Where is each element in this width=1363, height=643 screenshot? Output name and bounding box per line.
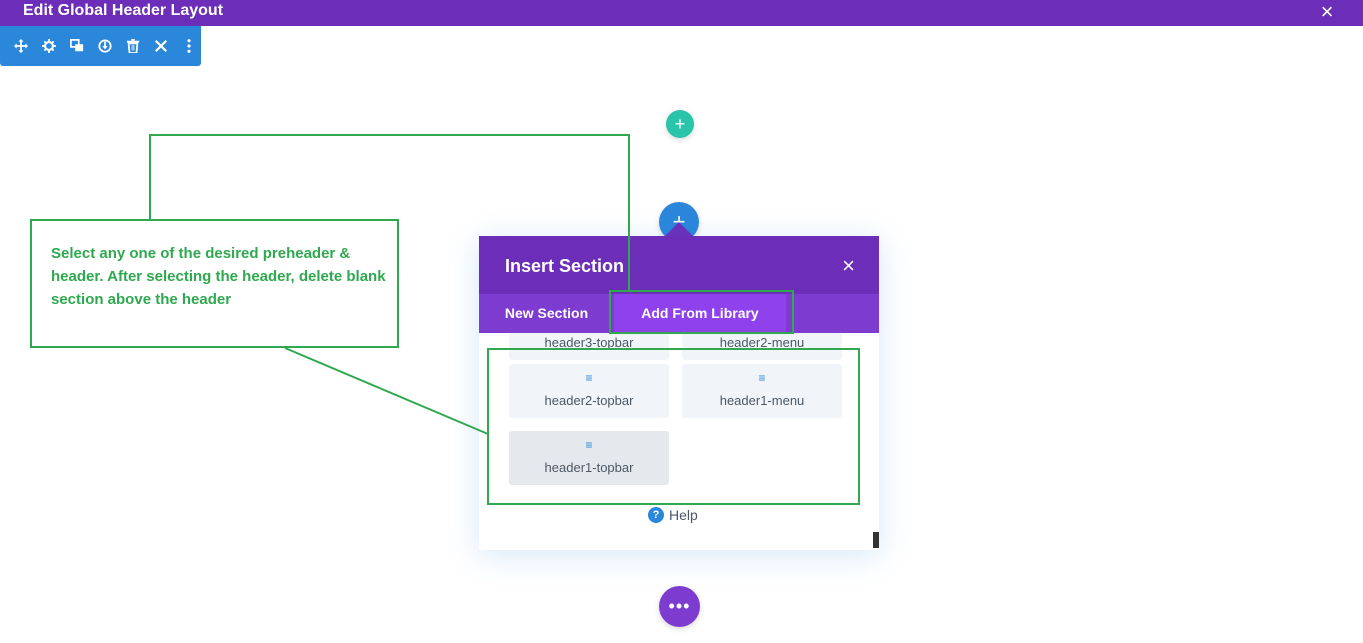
more-vertical-icon[interactable] [178, 34, 200, 58]
section-toolbar [0, 26, 201, 66]
insert-section-modal: Insert Section × New Section Add From Li… [479, 236, 879, 550]
window-title: Edit Global Header Layout [23, 2, 224, 19]
annotation-callout: Select any one of the desired preheader … [30, 219, 399, 348]
layout-icon: ≡ [758, 371, 766, 385]
help-icon: ? [648, 507, 664, 523]
library-item-label: header1-topbar [544, 460, 634, 475]
modal-title: Insert Section [505, 256, 625, 276]
library-item[interactable]: header2-menu [682, 333, 842, 360]
tab-new-section[interactable]: New Section [504, 305, 589, 321]
move-icon[interactable] [10, 34, 32, 58]
gear-icon[interactable] [38, 34, 60, 58]
help-label: Help [669, 507, 698, 523]
layout-icon: ≡ [585, 371, 593, 385]
modal-tabs: New Section Add From Library [479, 294, 879, 333]
close-icon[interactable] [150, 34, 172, 58]
modal-header: Insert Section × [479, 236, 879, 294]
save-icon[interactable] [94, 34, 116, 58]
duplicate-icon[interactable] [66, 34, 88, 58]
library-item-label: header1-menu [719, 393, 805, 408]
annotation-text: Select any one of the desired preheader … [51, 245, 386, 308]
help-link[interactable]: ? Help [648, 507, 698, 523]
library-item-label: header2-topbar [544, 393, 634, 408]
modal-close-icon[interactable]: × [842, 253, 855, 278]
add-row-button[interactable]: + [666, 110, 694, 138]
close-icon[interactable]: × [1320, 0, 1334, 24]
connector-line-bottom [284, 347, 489, 435]
trash-icon[interactable] [122, 34, 144, 58]
library-item[interactable]: ≡ header1-menu [682, 364, 842, 418]
more-options-button[interactable]: ••• [659, 586, 700, 627]
modal-pointer [665, 222, 693, 236]
library-item[interactable]: header3-topbar [509, 333, 669, 360]
scrollbar-thumb[interactable] [873, 532, 879, 548]
library-item[interactable]: ≡ header2-topbar [509, 364, 669, 418]
library-item-label: header3-topbar [544, 335, 634, 350]
library-list[interactable]: header3-topbar header2-menu ≡ header2-to… [479, 333, 879, 550]
tab-add-from-library[interactable]: Add From Library [614, 294, 786, 333]
library-item-label: header2-menu [719, 335, 805, 350]
top-bar: Edit Global Header Layout × [0, 0, 1363, 26]
library-item[interactable]: ≡ header1-topbar [509, 431, 669, 485]
layout-icon: ≡ [585, 438, 593, 452]
